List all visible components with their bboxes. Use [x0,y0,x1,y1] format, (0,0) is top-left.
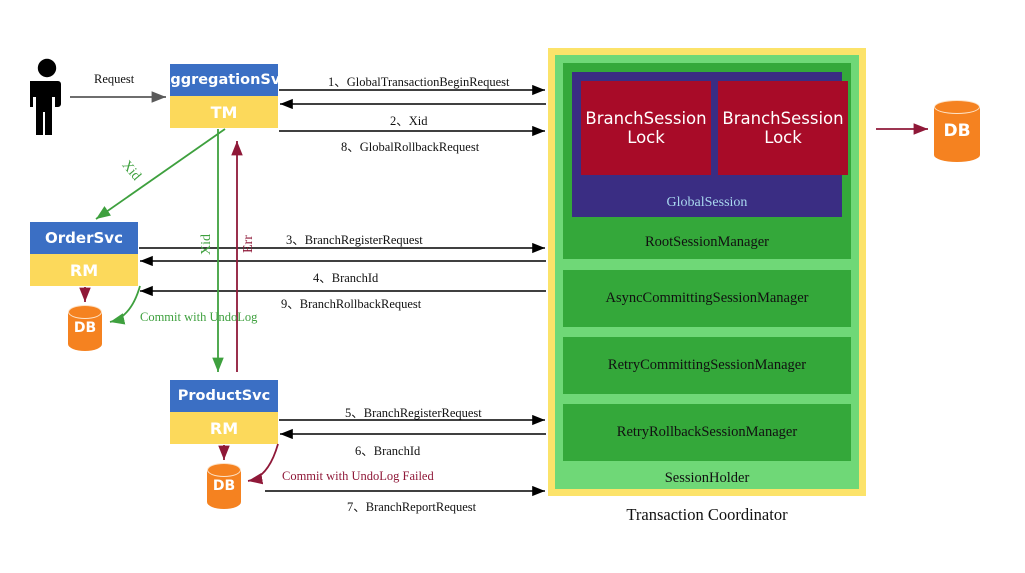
retry-rollback-session-manager[interactable]: RetryRollbackSessionManager [563,404,851,461]
db-top-ellipse [68,305,102,319]
retry-rollback-session-manager-label: RetryRollbackSessionManager [616,424,798,440]
arrow-commit-with-undolog [109,285,141,325]
db-top-ellipse [934,100,980,114]
arrow-xid-diagonal [95,128,226,220]
arrow-commit-with-undolog-failed [247,443,279,485]
label-err-vertical: Err [241,235,256,253]
transaction-coordinator-panel: BranchSession Lock BranchSession Lock Gl… [548,48,866,496]
label-msg-1: 1、GlobalTransactionBeginRequest [328,75,510,89]
label-msg-3: 3、BranchRegisterRequest [286,233,423,247]
db-label: DB [73,320,97,336]
user-actor [27,58,64,138]
branch-session-line2: Lock [627,128,665,147]
label-request: Request [94,72,135,86]
transaction-coordinator-caption: Transaction Coordinator [626,505,788,524]
label-msg-9: 9、BranchRollbackRequest [281,297,422,311]
db-label: DB [943,121,971,141]
label-commit-with-undolog-failed: Commit with UndoLog Failed [282,469,434,483]
service-header-aggregationsvc: AggregationSvc [159,64,289,96]
label-msg-2: 2、Xid [390,114,428,128]
db-top-ellipse [207,463,241,477]
label-commit-with-undolog: Commit with UndoLog [140,310,258,324]
db-bottom-ellipse [207,495,241,509]
database-cylinder-product: DB [207,463,241,509]
label-msg-4: 4、BranchId [313,271,379,285]
db-body [934,107,980,155]
root-session-manager-label: RootSessionManager [644,234,770,250]
global-session-box[interactable]: BranchSession Lock BranchSession Lock Gl… [572,72,848,217]
retry-committing-session-manager[interactable]: RetryCommittingSessionManager [563,337,851,394]
branch-session-line1: BranchSession [585,108,707,128]
db-label: DB [212,478,236,494]
branch-session-line1: BranchSession [722,108,844,128]
retry-committing-session-manager-label: RetryCommittingSessionManager [607,357,807,373]
branch-session-lock-2[interactable]: BranchSession Lock [718,81,848,175]
branch-session-line2: Lock [764,128,802,147]
async-committing-session-manager[interactable]: AsyncCommittingSessionManager [563,270,851,327]
service-header-ordersvc: OrderSvc [30,222,138,254]
service-role-rm-product: RM [170,412,278,444]
session-holder[interactable]: SessionHolder [563,467,851,489]
service-box-aggregationsvc[interactable]: AggregationSvc TM [159,64,289,128]
async-committing-session-manager-label: AsyncCommittingSessionManager [605,290,809,306]
service-header-productsvc: ProductSvc [170,380,278,412]
root-session-manager[interactable]: BranchSession Lock BranchSession Lock Gl… [563,63,851,259]
db-bottom-ellipse [934,148,980,162]
label-xid-vertical: Xid [199,234,214,255]
label-msg-5: 5、BranchRegisterRequest [345,406,482,420]
database-cylinder-tc: DB [934,100,980,162]
label-msg-6: 6、BranchId [355,444,421,458]
label-msg-8: 8、GlobalRollbackRequest [341,140,480,154]
service-box-ordersvc[interactable]: OrderSvc RM [30,222,138,286]
label-xid-diagonal: Xid [118,158,144,184]
transaction-coordinator-inner: BranchSession Lock BranchSession Lock Gl… [555,55,859,489]
db-bottom-ellipse [68,337,102,351]
label-msg-7: 7、BranchReportRequest [347,500,477,514]
branch-session-lock-1[interactable]: BranchSession Lock [581,81,711,175]
database-cylinder-order: DB [68,305,102,351]
service-box-productsvc[interactable]: ProductSvc RM [170,380,278,444]
service-role-tm: TM [170,96,278,128]
session-holder-label: SessionHolder [664,469,750,486]
global-session-label: GlobalSession [666,195,748,210]
service-role-rm-order: RM [30,254,138,286]
